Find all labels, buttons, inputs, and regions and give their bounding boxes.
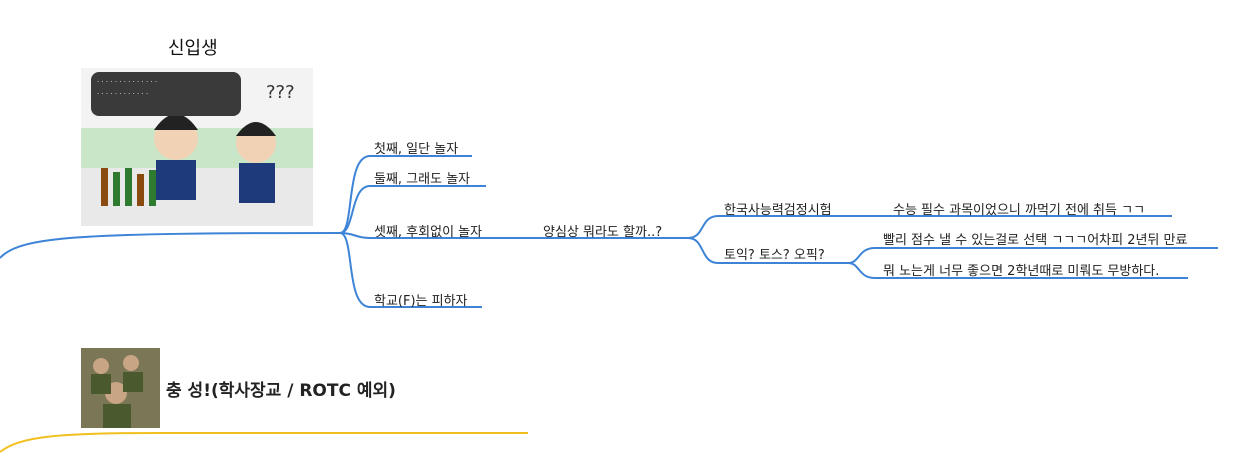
branch-label-1[interactable]: 첫째, 일단 놀자 [374, 142, 459, 157]
svg-text:???: ??? [266, 82, 295, 103]
second-branch-line [0, 432, 528, 453]
topic-title[interactable]: 신입생 [168, 38, 218, 59]
main-branch-line [0, 232, 341, 259]
edge-toeic [687, 237, 848, 264]
edge-4 [339, 232, 482, 308]
edge-1 [339, 155, 472, 234]
branch-label-3[interactable]: 셋째, 후회없이 놀자 [374, 225, 483, 240]
sub-center-label[interactable]: 양심상 뭐라도 할까..? [543, 225, 663, 240]
edge-hanguksa [687, 215, 1172, 239]
edge-2 [339, 185, 486, 234]
second-topic-label[interactable]: 충 성!(학사장교 / ROTC 예외) [166, 381, 396, 401]
soldiers-image [81, 348, 160, 428]
sub-item-hanguksa-detail[interactable]: 수능 필수 과목이었으니 까먹기 전에 취득 ㄱㄱ [893, 203, 1146, 218]
sub-item-toeic-detail-1[interactable]: 빨리 점수 낼 수 있는걸로 선택 ㄱㄱㄱ어차피 2년뒤 만료 [883, 233, 1188, 248]
branch-label-2[interactable]: 둘째, 그래도 놀자 [374, 172, 471, 187]
sub-item-hanguksa[interactable]: 한국사능력검정시험 [724, 203, 832, 218]
sub-item-toeic[interactable]: 토익? 토스? 오픽? [724, 248, 825, 263]
branch-label-4[interactable]: 학교(F)는 피하자 [374, 294, 468, 309]
edge-toeic-2 [847, 262, 1188, 279]
cartoon-drinking-image: ??? . . . . . . . . . . . . . .. . . . .… [81, 68, 313, 226]
edge-3 [339, 232, 688, 239]
sub-item-toeic-detail-2[interactable]: 뭐 노는게 너무 좋으면 2학년때로 미뤄도 무방하다. [883, 264, 1160, 279]
